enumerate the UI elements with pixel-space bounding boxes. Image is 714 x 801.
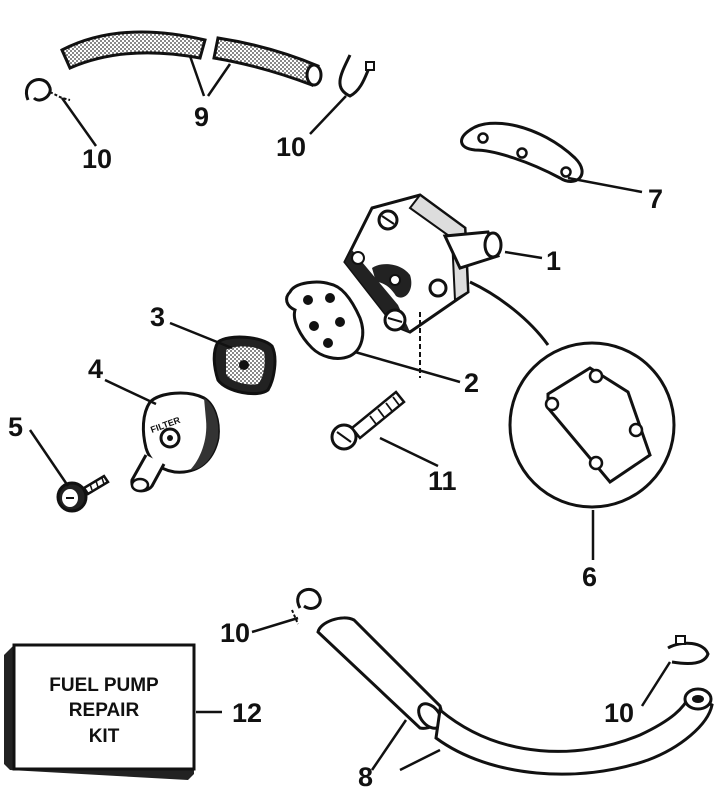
kit-label-line2: REPAIR (69, 700, 140, 721)
callout-10-top-right: 10 (276, 132, 306, 162)
callout-5: 5 (8, 412, 23, 442)
fuel-hose-top (60, 30, 323, 87)
pump-diaphragm (285, 280, 365, 360)
callout-3: 3 (150, 302, 165, 332)
pump-gasket-disc (508, 341, 676, 509)
callout-numbers: 1 2 3 4 5 6 7 8 9 10 10 10 10 11 12 (8, 102, 663, 792)
mounting-gasket-plate (460, 121, 584, 183)
callout-7: 7 (648, 184, 663, 214)
callout-4: 4 (88, 354, 103, 384)
fuel-hose-bottom (316, 616, 714, 776)
callout-9: 9 (194, 102, 209, 132)
callout-10-top-left: 10 (82, 144, 112, 174)
hose-clamp-top-left (24, 78, 71, 102)
kit-label-line3: KIT (89, 726, 120, 747)
callout-12: 12 (232, 698, 262, 728)
callout-8: 8 (358, 762, 373, 792)
kit-label-line1: FUEL PUMP (49, 675, 159, 696)
filter-cover: FILTER (130, 391, 220, 493)
leader-lines (28, 55, 672, 772)
callout-1: 1 (546, 246, 561, 276)
fuel-pump-body (343, 193, 550, 378)
mounting-bolt (330, 390, 406, 451)
callout-11: 11 (428, 466, 457, 496)
callout-10-bottom-left: 10 (220, 618, 250, 648)
repair-kit-box: FUEL PUMP REPAIR KIT (4, 643, 196, 780)
cover-screw (56, 474, 110, 513)
callout-6: 6 (582, 562, 597, 592)
callout-2: 2 (464, 368, 479, 398)
filter-screen (212, 335, 277, 396)
hose-clamp-bottom-right (667, 635, 710, 666)
callout-10-bottom-right: 10 (604, 698, 634, 728)
hose-clamp-bottom-middle (291, 587, 322, 625)
hose-clamp-top-right (338, 54, 375, 98)
